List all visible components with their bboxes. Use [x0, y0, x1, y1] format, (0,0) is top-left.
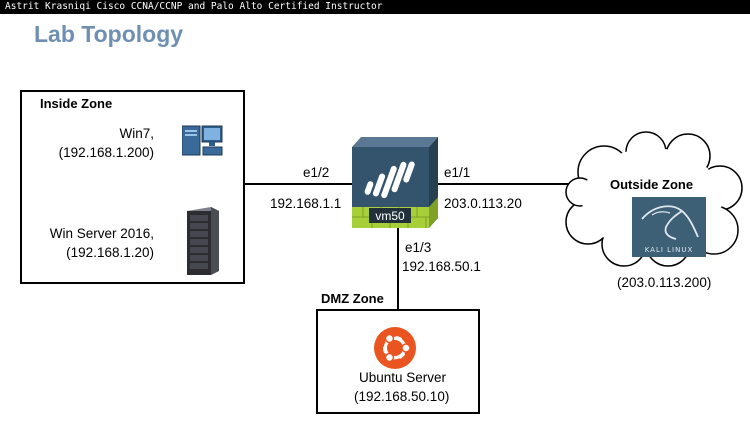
page-title: Lab Topology: [34, 21, 184, 47]
kali-logo-text: KALI LINUX: [644, 246, 694, 254]
firewall-vm50-icon: [352, 137, 438, 228]
ip-e1-3: 192.168.50.1: [402, 259, 481, 274]
outside-zone-label: Outside Zone: [610, 177, 694, 192]
winserver-ip: (192.168.1.20): [66, 245, 154, 260]
kali-dragon-icon: [641, 205, 699, 240]
ubuntu-server-ip: (192.168.50.10): [354, 389, 450, 404]
dmz-zone-label: DMZ Zone: [321, 291, 384, 306]
ip-e1-1: 203.0.113.20: [444, 196, 522, 211]
inside-zone-label: Inside Zone: [40, 96, 113, 111]
port-e1-1: e1/1: [444, 165, 471, 180]
ubuntu-server-name: Ubuntu Server: [359, 370, 447, 385]
ip-e1-2: 192.168.1.1: [270, 196, 342, 211]
rack-server-icon: [187, 207, 219, 275]
winserver-name: Win Server 2016,: [49, 226, 154, 241]
instructor-banner: Astrit Krasniqi Cisco CCNA/CCNP and Palo…: [0, 0, 750, 14]
desktop-computer-icon: [182, 125, 223, 156]
port-e1-2: e1/2: [303, 165, 330, 180]
ubuntu-logo-icon: [374, 327, 416, 369]
win7-ip: (192.168.1.200): [58, 145, 154, 160]
kali-ip: (203.0.113.200): [617, 275, 712, 290]
win7-name: Win7,: [119, 126, 154, 141]
port-e1-3: e1/3: [405, 240, 432, 255]
firewall-name: vm50: [375, 209, 405, 223]
kali-linux-logo: KALI LINUX: [632, 197, 706, 257]
